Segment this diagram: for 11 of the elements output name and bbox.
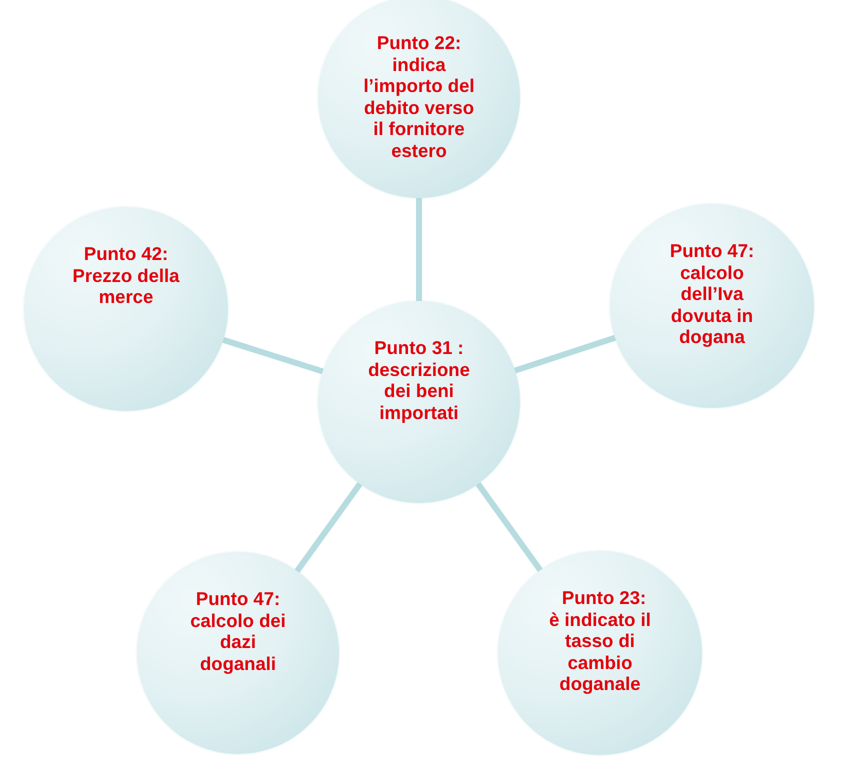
connector-line	[514, 334, 616, 374]
node-text: Punto 47: calcolo dei dazi doganali	[189, 588, 287, 674]
node-text: Punto 42: Prezzo della merce	[72, 243, 180, 308]
node-text: Punto 23: è indicato il tasso di cambio doganale	[548, 587, 652, 694]
connector-line	[416, 198, 422, 301]
node-text: Punto 47: calcolo dell’Iva dovuta in dogana	[668, 240, 756, 348]
connector-line	[222, 337, 324, 374]
connector-line	[294, 482, 362, 573]
node-text: Punto 31 : descrizione dei beni importati	[367, 337, 471, 423]
node-text: Punto 22: indica l’importo del debito verso il fornitore estero	[362, 32, 476, 161]
connector-line	[476, 482, 543, 572]
